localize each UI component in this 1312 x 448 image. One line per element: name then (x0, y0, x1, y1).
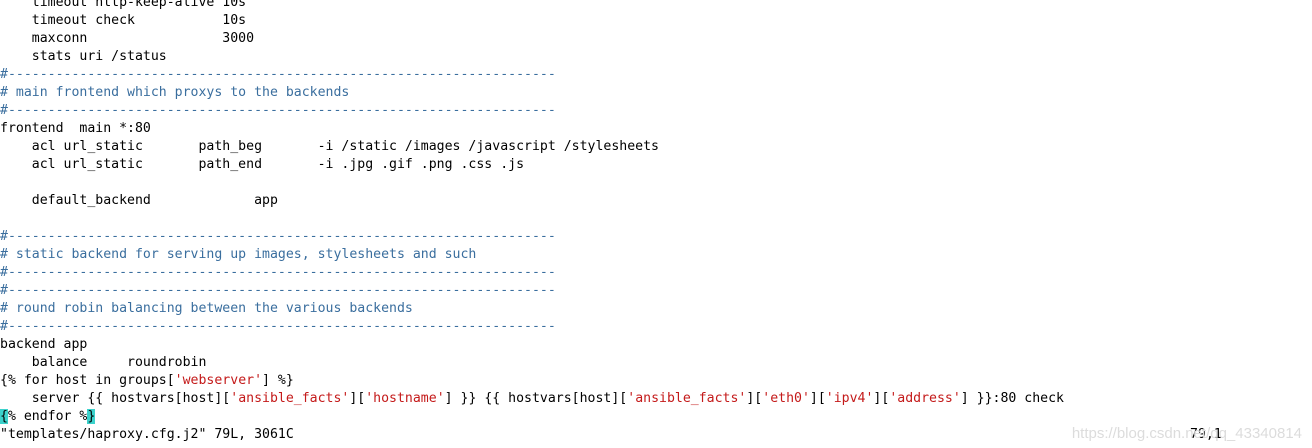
code-line: timeout check 10s (0, 13, 247, 28)
string-literal: 'ansible_facts' (627, 391, 747, 406)
string-literal: 'hostname' (365, 391, 445, 406)
code-text: ][ (809, 391, 826, 406)
string-literal: 'eth0' (762, 391, 810, 406)
comment-line: #---------------------------------------… (0, 265, 556, 280)
code-line: acl url_static path_beg -i /static /imag… (0, 139, 659, 154)
code-text: % endfor % (7, 409, 88, 424)
code-text: ][ (873, 391, 890, 406)
string-literal: 'address' (889, 391, 961, 406)
code-line: default_backend app (0, 193, 278, 208)
comment-line: # round robin balancing between the vari… (0, 301, 413, 316)
string-literal: 'ansible_facts' (230, 391, 350, 406)
code-text: server {{ hostvars[host][ (0, 391, 231, 406)
server-line: server {{ hostvars[host]['ansible_facts'… (0, 390, 1312, 408)
comment-line: #---------------------------------------… (0, 283, 556, 298)
file-info: "templates/haproxy.cfg.j2" 79L, 3061C (0, 427, 294, 442)
empty-line (0, 210, 1312, 228)
comment-line: # main frontend which proxys to the back… (0, 85, 350, 100)
code-line: acl url_static path_end -i .jpg .gif .pn… (0, 157, 525, 172)
comment-line: # static backend for serving up images, … (0, 247, 477, 262)
template-endfor-line: {% endfor %} (0, 408, 1312, 426)
comment-line: #---------------------------------------… (0, 319, 556, 334)
code-text: ] }} {{ hostvars[host][ (444, 391, 628, 406)
string-literal: 'webserver' (174, 373, 263, 388)
code-text: ][ (746, 391, 763, 406)
text-cursor[interactable]: { (0, 409, 8, 424)
status-bar: "templates/haproxy.cfg.j2" 79L, 3061C 79,… (0, 426, 1312, 444)
code-line: balance roundrobin (0, 355, 207, 370)
comment-line: #---------------------------------------… (0, 103, 556, 118)
comment-line: #---------------------------------------… (0, 229, 556, 244)
code-text: {% for host in groups[ (0, 373, 175, 388)
code-text: ] }}:80 check (960, 391, 1064, 406)
code-line: frontend main *:80 (0, 121, 151, 136)
code-line: stats uri /status (0, 49, 167, 64)
code-line: timeout http-keep-alive 10s (0, 0, 247, 10)
code-text: ][ (349, 391, 366, 406)
cursor-position: 79,1 (1190, 427, 1222, 442)
string-literal: 'ipv4' (825, 391, 874, 406)
code-line: maxconn 3000 (0, 31, 255, 46)
empty-line (0, 174, 1312, 192)
matching-brace: } (87, 409, 96, 424)
comment-line: #---------------------------------------… (0, 67, 556, 82)
code-line: backend app (0, 337, 88, 352)
template-for-line: {% for host in groups['webserver'] %} (0, 372, 1312, 390)
watermark: https://blog.csdn.net/qq_43340814 (1071, 425, 1302, 442)
code-text: ] %} (262, 373, 294, 388)
